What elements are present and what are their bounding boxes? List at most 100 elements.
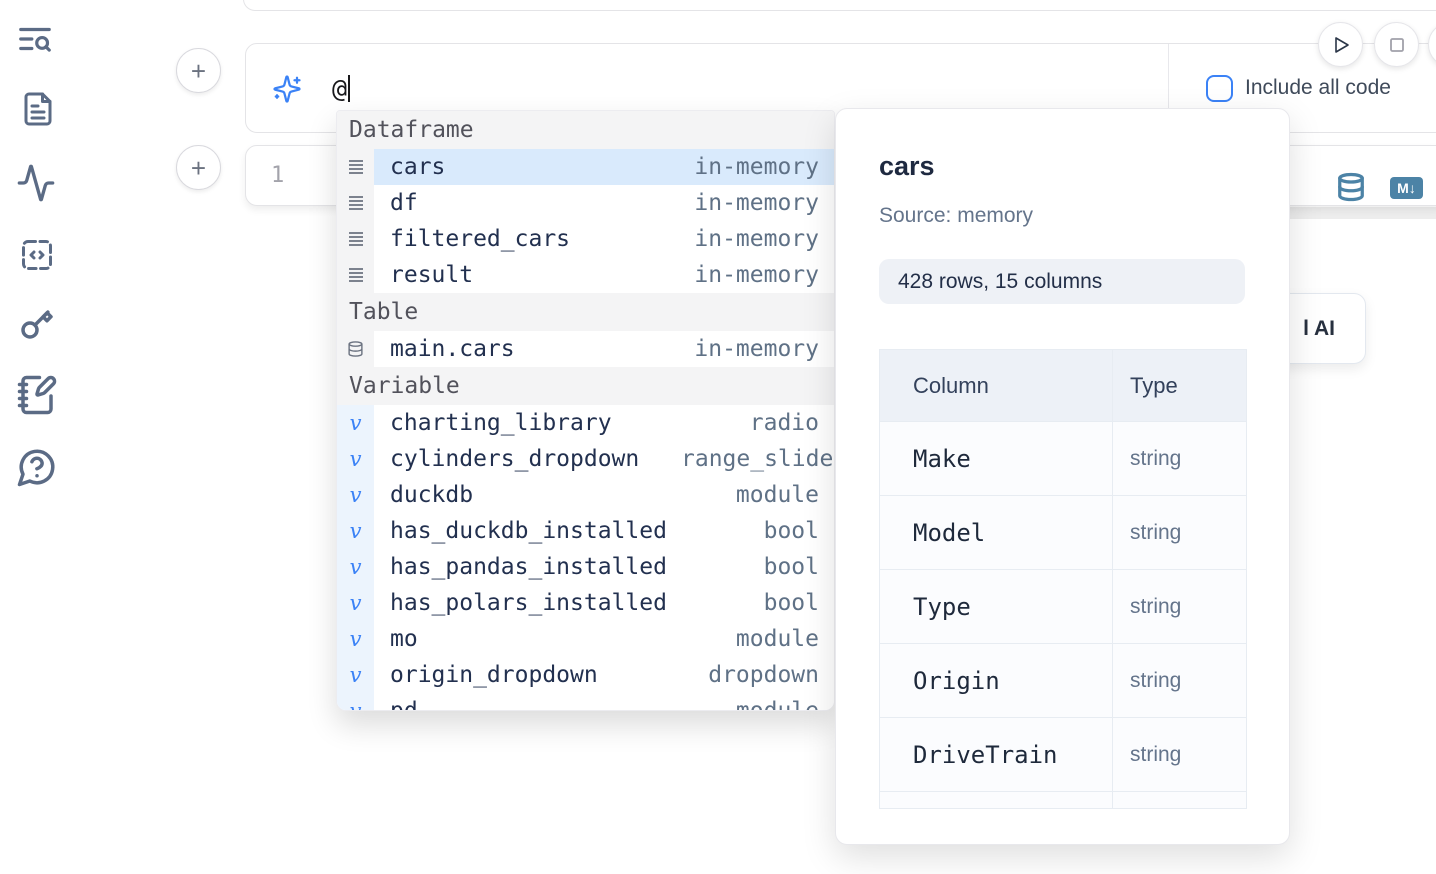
variable-icon: v — [337, 585, 374, 621]
outline-search-icon[interactable] — [16, 20, 56, 60]
autocomplete-item-name: mo — [390, 626, 418, 652]
prompt-input-value: @ — [332, 74, 347, 103]
schema-column-name: Origin — [913, 667, 1000, 695]
autocomplete-section-header: Dataframe — [337, 111, 834, 149]
autocomplete-item[interactable]: vhas_polars_installedbool — [337, 585, 834, 621]
autocomplete-item-name: has_pandas_installed — [390, 554, 667, 580]
schema-header-type: Type — [1113, 350, 1246, 421]
plus-icon: + — [191, 58, 206, 84]
autocomplete-item-name: pd — [390, 698, 418, 711]
run-cell-button[interactable] — [1318, 22, 1363, 67]
schema-table-header-row: ColumnType — [880, 350, 1246, 421]
autocomplete-item-type: dropdown — [708, 662, 819, 688]
autocomplete-item-name: has_polars_installed — [390, 590, 667, 616]
include-all-code-checkbox[interactable] — [1206, 75, 1233, 102]
preview-source: Source: memory — [879, 204, 1033, 228]
keys-icon[interactable] — [16, 302, 56, 342]
add-cell-button-top[interactable]: + — [176, 48, 221, 93]
autocomplete-item-type: in-memory — [694, 262, 819, 288]
stop-cell-button[interactable] — [1374, 22, 1419, 67]
schema-column-name: Make — [913, 445, 971, 473]
autocomplete-item[interactable]: v pd module — [337, 693, 834, 711]
autocomplete-item[interactable]: v origin_dropdown dropdown — [337, 657, 834, 693]
code-snippets-icon[interactable] — [19, 237, 59, 277]
autocomplete-item[interactable]: result in-memory — [337, 257, 834, 293]
autocomplete-item-name: df — [390, 190, 418, 216]
variable-icon: v — [337, 477, 374, 513]
play-icon — [1329, 33, 1353, 57]
variable-icon: v — [337, 405, 374, 441]
autocomplete-item-name: cylinders_dropdown — [390, 446, 639, 472]
autocomplete-item[interactable]: filtered_cars in-memory — [337, 221, 834, 257]
variable-icon: v — [337, 549, 374, 585]
schema-column-type: string — [1130, 743, 1181, 767]
schema-table-row: Type string — [880, 569, 1246, 643]
autocomplete-item-name: origin_dropdown — [390, 662, 598, 688]
activity-icon[interactable] — [16, 163, 56, 203]
dataframe-icon — [337, 221, 374, 257]
document-icon[interactable] — [20, 91, 60, 131]
dataframe-icon — [337, 149, 374, 185]
ai-button-label: l AI — [1303, 317, 1335, 341]
autocomplete-item[interactable]: main.cars in-memory — [337, 331, 834, 367]
autocomplete-item[interactable]: v charting_library radio — [337, 405, 834, 441]
preview-schema-table: ColumnTypeMakestringModelstringTypestrin… — [879, 349, 1247, 809]
schema-table-row-clipped — [880, 791, 1246, 809]
autocomplete-item-type: module — [736, 482, 819, 508]
autocomplete-item-type: in-memory — [694, 226, 819, 252]
add-cell-button-bottom[interactable]: + — [176, 145, 221, 190]
autocomplete-item[interactable]: dfin-memory — [337, 185, 834, 221]
markdown-icon[interactable]: M↓ — [1390, 177, 1423, 199]
variable-icon: v — [337, 657, 374, 693]
autocomplete-item-name: cars — [390, 154, 445, 180]
autocomplete-item-name: charting_library — [390, 410, 612, 436]
line-number: 1 — [271, 146, 284, 205]
dataframe-icon — [337, 185, 374, 221]
schema-column-name: Type — [913, 593, 971, 621]
variable-icon: v — [337, 441, 374, 477]
autocomplete-section-header: Variable — [337, 367, 834, 405]
autocomplete-item-name: main.cars — [390, 336, 515, 362]
variable-icon: v — [337, 621, 374, 657]
autocomplete-item-type: radio — [750, 410, 819, 436]
schema-column-name: DriveTrain — [913, 741, 1058, 769]
help-icon[interactable] — [16, 446, 56, 486]
variable-icon: v — [337, 693, 374, 711]
schema-column-type: string — [1130, 595, 1181, 619]
table-icon — [337, 331, 374, 367]
text-cursor — [348, 75, 350, 102]
autocomplete-item-type: in-memory — [694, 336, 819, 362]
autocomplete-item[interactable]: v has_duckdb_installed bool — [337, 513, 834, 549]
autocomplete-item[interactable]: vcylinders_dropdownrange_slider — [337, 441, 834, 477]
scratchpad-icon[interactable] — [16, 374, 56, 414]
autocomplete-item-type: module — [736, 698, 819, 711]
preview-shape-badge: 428 rows, 15 columns — [879, 259, 1245, 304]
schema-column-type: string — [1130, 521, 1181, 545]
schema-table-row: Model string — [880, 495, 1246, 569]
autocomplete-item-type: bool — [764, 518, 819, 544]
autocomplete-item-type: bool — [764, 554, 819, 580]
autocomplete-item-type: module — [736, 626, 819, 652]
database-icon[interactable] — [1336, 171, 1366, 203]
sparkles-icon — [272, 74, 302, 104]
autocomplete-item[interactable]: vduckdb module — [337, 477, 834, 513]
variable-icon: v — [337, 513, 374, 549]
previous-cell-bottom-edge — [243, 0, 1436, 11]
autocomplete-item[interactable]: vmo module — [337, 621, 834, 657]
autocomplete-item[interactable]: v has_pandas_installed bool — [337, 549, 834, 585]
autocomplete-item-name: duckdb — [390, 482, 473, 508]
autocomplete-item[interactable]: carsin-memory — [337, 149, 834, 185]
stop-icon — [1385, 33, 1409, 57]
schema-table-row: DriveTrain string — [880, 717, 1246, 791]
schema-table-row: Origin string — [880, 643, 1246, 717]
autocomplete-item-name: filtered_cars — [390, 226, 570, 252]
autocomplete-dropdown: Dataframecarsin-memorydfin-memoryfiltere… — [336, 110, 835, 711]
schema-column-type: string — [1130, 447, 1181, 471]
dataframe-icon — [337, 257, 374, 293]
schema-column-name: Model — [913, 519, 985, 547]
schema-column-type: string — [1130, 669, 1181, 693]
plus-icon: + — [191, 155, 206, 181]
autocomplete-item-name: result — [390, 262, 473, 288]
autocomplete-item-name: has_duckdb_installed — [390, 518, 667, 544]
preview-title: cars — [879, 151, 935, 182]
